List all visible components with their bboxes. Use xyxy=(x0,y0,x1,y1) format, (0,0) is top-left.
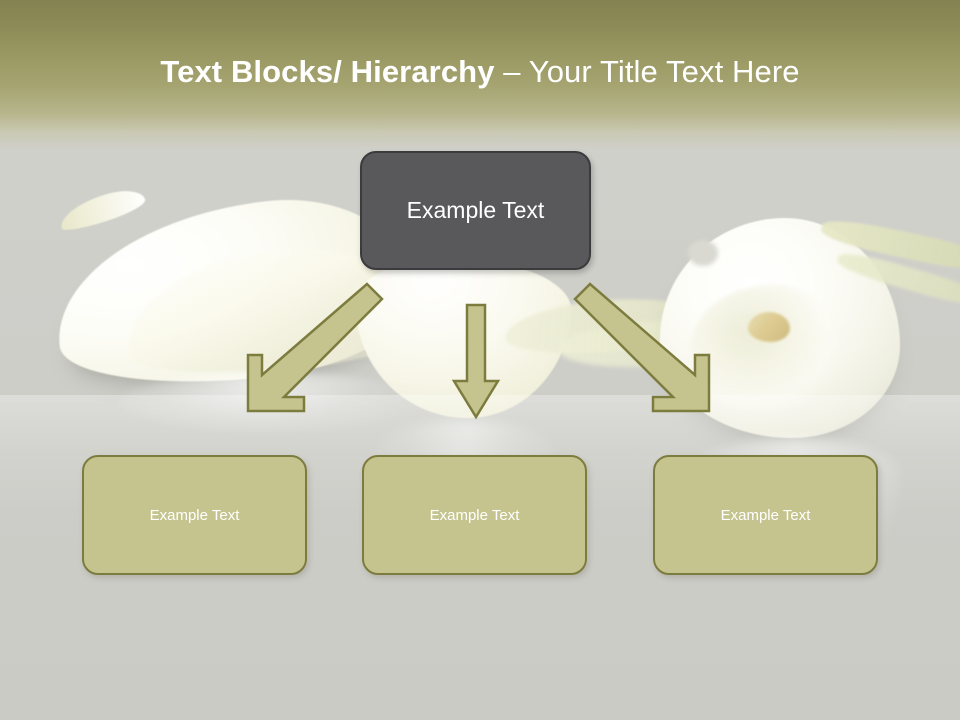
title-strong: Text Blocks/ Hierarchy xyxy=(160,54,495,89)
hierarchy-child-label-3: Example Text xyxy=(720,506,811,524)
hierarchy-child-box-3[interactable]: Example Text xyxy=(653,455,878,575)
arrow-down-left-icon xyxy=(236,282,386,414)
hierarchy-child-box-2[interactable]: Example Text xyxy=(362,455,587,575)
arrow-down-right-icon xyxy=(571,282,721,414)
hierarchy-root-label: Example Text xyxy=(406,197,545,223)
title-band xyxy=(0,0,960,150)
hierarchy-child-box-1[interactable]: Example Text xyxy=(82,455,307,575)
hierarchy-root-box[interactable]: Example Text xyxy=(360,151,591,270)
spadix-shape xyxy=(748,312,790,342)
title-separator: – xyxy=(494,54,529,89)
page-title: Text Blocks/ Hierarchy – Your Title Text… xyxy=(0,52,960,92)
left-petal-tip xyxy=(56,184,148,234)
title-light: Your Title Text Here xyxy=(528,54,800,89)
arrow-down-icon xyxy=(451,303,501,420)
hierarchy-child-label-2: Example Text xyxy=(429,506,520,524)
hierarchy-child-label-1: Example Text xyxy=(149,506,240,524)
right-flower-notch xyxy=(688,240,718,266)
right-flower-throat xyxy=(690,285,840,413)
